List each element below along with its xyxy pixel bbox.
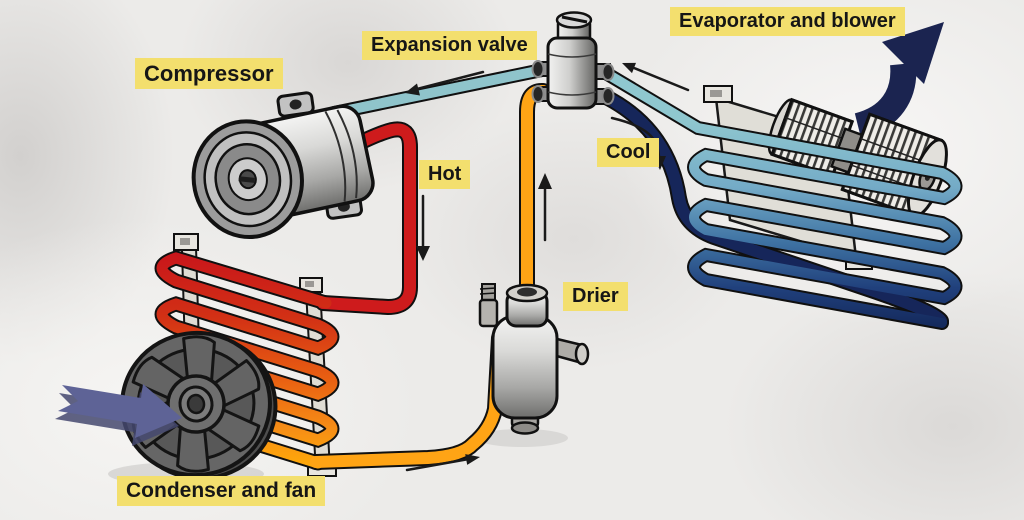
label-condenser-fan: Condenser and fan	[117, 476, 326, 507]
drier-illustration	[478, 283, 590, 435]
pipe-warm-orange-condenser-to-drier	[310, 332, 505, 468]
flow-arrow-drier-up-icon	[538, 173, 552, 242]
compressor-pulley	[191, 119, 304, 239]
flow-arrow-to-valve-icon	[405, 70, 485, 96]
label-drier: Drier	[563, 282, 628, 311]
label-compressor: Compressor	[135, 58, 283, 90]
pipe-cool-teal	[329, 65, 547, 118]
label-cool: Cool	[597, 138, 660, 167]
evaporator-coil	[599, 67, 961, 328]
pipe-cold-navy	[598, 90, 947, 327]
compressor-illustration	[191, 91, 375, 239]
label-hot: Hot	[419, 160, 471, 189]
condenser-coil	[156, 252, 338, 469]
flow-arrow-to-drier-icon	[405, 454, 480, 472]
airflow-out-arrow-icon	[854, 22, 944, 139]
flow-arrows	[405, 62, 690, 472]
evaporator-plumbing	[327, 63, 963, 330]
pipe-hot-red	[317, 123, 416, 314]
label-evaporator-blower: Evaporator and blower	[670, 7, 905, 36]
flow-arrow-evaporator-return-icon	[622, 62, 690, 92]
drier-shadow	[476, 429, 568, 447]
expansion-valve-illustration	[531, 11, 615, 110]
condenser-fan	[120, 330, 278, 481]
flow-arrow-hot-down-icon	[416, 194, 430, 261]
label-expansion-valve: Expansion valve	[362, 31, 537, 60]
airflow-in-arrow-icon	[55, 384, 182, 446]
